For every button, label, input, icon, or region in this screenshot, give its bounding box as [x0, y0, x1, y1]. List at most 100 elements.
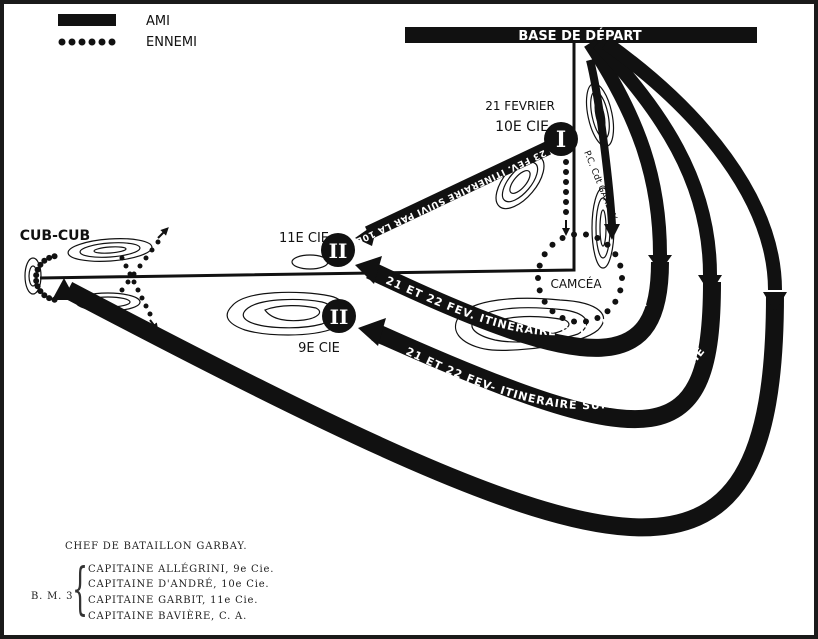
enemy-dot	[549, 308, 556, 315]
enemy-arrow	[157, 227, 169, 239]
arrowhead-brenn	[52, 278, 76, 300]
enemy-dot	[125, 279, 131, 285]
arrowhead-fan-3	[763, 292, 787, 312]
footer-line-3: CAPITAINE GARBIT, 11e Cie.	[88, 595, 258, 606]
enemy-dot	[131, 279, 137, 285]
enemy-dot	[135, 287, 141, 293]
arrowhead-11e	[355, 256, 382, 284]
enemy-dot	[594, 234, 601, 241]
footer-bm: B. M. 3	[31, 591, 73, 602]
marker-9e-numeral: II	[330, 305, 349, 329]
enemy-dot	[617, 287, 624, 294]
marker-9e: II	[322, 299, 356, 333]
arrowhead-9e	[358, 318, 386, 346]
enemy-dot	[46, 254, 53, 261]
enemy-dot	[536, 287, 543, 294]
label-cub-cub: CUB-CUB	[20, 228, 90, 244]
route-9e	[371, 281, 721, 429]
enemy-dot	[536, 262, 543, 269]
enemy-dot	[131, 271, 137, 277]
enemy-dot	[619, 275, 625, 281]
arrowheads	[52, 222, 787, 346]
marker-10e: I	[544, 122, 578, 156]
enemy-ring-camcea	[535, 231, 625, 325]
enemy-dot	[617, 262, 624, 269]
enemy-dot	[41, 292, 48, 299]
enemy-dot	[37, 261, 44, 268]
route-fan-1	[584, 39, 667, 256]
enemy-dot	[149, 247, 155, 253]
unit-markers: I II II	[321, 122, 578, 333]
base-bar	[405, 27, 757, 43]
enemy-dot	[137, 263, 143, 269]
enemy-dot	[46, 295, 53, 302]
enemy-dot	[541, 251, 548, 258]
route-fan-3	[601, 37, 782, 291]
base-label: BASE DE DÉPART	[518, 28, 641, 44]
enemy-dot	[34, 283, 41, 290]
footer-line-2: CAPITAINE D'ANDRÉ, 10e Cie.	[88, 578, 269, 590]
label-11e: 11E CIE	[279, 231, 329, 246]
enemy-dot	[139, 295, 145, 301]
footer-notes: CHEF DE BATAILLON GARBAY. B. M. 3 { CAPI…	[31, 541, 274, 622]
legend-ami-label: AMI	[146, 14, 170, 29]
enemy-dot	[119, 287, 125, 293]
arrowhead-10e	[355, 222, 378, 246]
footer-line-4: CAPITAINE BAVIÈRE, C. A.	[88, 610, 247, 622]
hill-9e	[226, 291, 347, 336]
legend-ennemi-label: ENNEMI	[146, 35, 197, 50]
enemy-dot	[51, 253, 58, 260]
enemy-ring-cubcub	[33, 253, 58, 303]
label-date-10e: 21 FEVRIER	[485, 99, 555, 113]
enemy-dot	[147, 311, 153, 317]
legend-ami-swatch	[58, 14, 116, 26]
enemy-dot	[119, 255, 125, 261]
label-9e: 9E CIE	[298, 341, 340, 356]
enemy-dot	[559, 234, 566, 241]
enemy-dots-1	[563, 159, 569, 215]
enemy-dot	[127, 271, 133, 277]
enemy-dot	[33, 277, 40, 284]
arrowhead-fan-1	[648, 255, 672, 272]
enemy-dot	[143, 303, 149, 309]
enemy-dot	[123, 263, 129, 269]
enemy-dot	[33, 272, 40, 279]
enemy-dot	[37, 288, 44, 295]
enemy-dot	[571, 318, 578, 325]
enemy-dot	[535, 275, 541, 281]
route-10e	[365, 141, 551, 240]
footer-line-1: CAPITAINE ALLÉGRINI, 9e Cie.	[88, 563, 274, 575]
enemy-dot	[34, 266, 41, 273]
label-10e: 10E CIE	[495, 119, 549, 135]
route-11e	[366, 261, 669, 357]
footer-chef: CHEF DE BATAILLON GARBAY.	[65, 541, 247, 552]
enemy-dot	[612, 251, 619, 258]
footer-brace: {	[72, 558, 88, 622]
enemy-dot	[604, 308, 611, 315]
route-pc	[586, 59, 616, 226]
route-fan-2	[592, 38, 717, 276]
arrowhead-fan-2	[698, 275, 722, 294]
enemy-dot	[41, 257, 48, 264]
marker-11e-numeral: II	[329, 239, 348, 263]
enemy-dot	[612, 298, 619, 305]
marker-10e-numeral: I	[556, 127, 566, 153]
base-de-depart: BASE DE DÉPART	[405, 27, 757, 44]
label-camcea: CAMCÉA	[550, 276, 602, 291]
enemy-dot	[541, 298, 548, 305]
enemy-positions	[33, 159, 625, 332]
enemy-dot	[143, 255, 149, 261]
enemy-dot	[582, 231, 589, 238]
arrowhead-pc	[604, 224, 620, 240]
track-lines	[39, 43, 576, 280]
enemy-dot	[155, 239, 161, 245]
marker-11e: II	[321, 233, 355, 267]
enemy-dot	[604, 241, 611, 248]
route-brenn	[63, 282, 784, 537]
enemy-dot	[594, 315, 601, 322]
enemy-cross-cubcub	[119, 227, 169, 332]
enemy-dot	[582, 318, 589, 325]
friendly-routes	[63, 37, 784, 537]
hill-cubcub-1	[67, 238, 153, 262]
